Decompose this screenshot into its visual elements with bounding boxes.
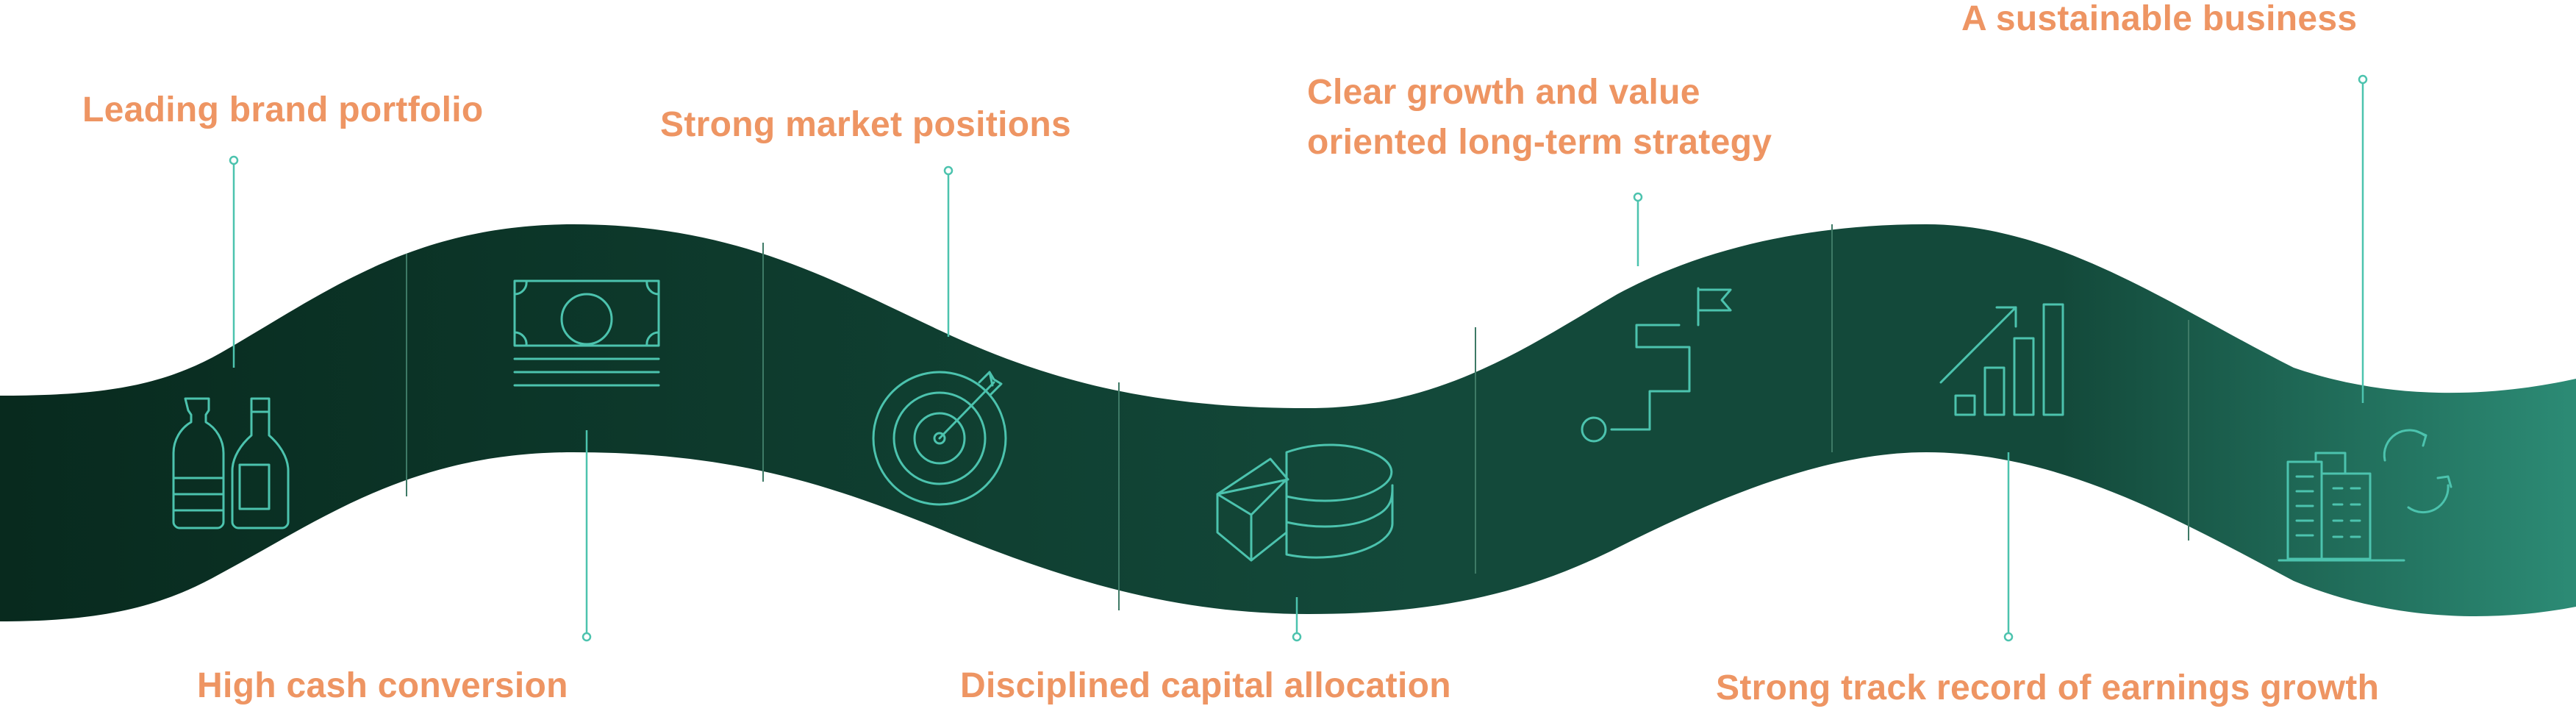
label-leading-brand-portfolio: Leading brand portfolio [82,90,484,129]
bottles-icon [172,397,290,529]
label-high-cash-conversion: High cash conversion [197,666,568,705]
pie-chart-icon [1216,443,1394,562]
leader-dot [229,155,239,165]
segment-dividers [406,224,2189,610]
wave-band-shape [0,224,2576,621]
leader-lines [229,74,2368,642]
label-strong-market-positions: Strong market positions [660,105,1071,144]
leader-dot [2003,632,2014,642]
growth-chart-icon [1939,303,2064,416]
leader-dot [1633,192,1643,202]
label-disciplined-capital-allocation: Disciplined capital allocation [960,666,1451,705]
target-icon [872,371,1007,506]
steps-flag-icon [1581,287,1732,443]
label-growth-strategy-line-1: Clear growth and value [1307,73,1700,112]
label-growth-strategy-line-2: oriented long-term strategy [1307,123,1772,162]
label-sustainable-business: A sustainable business [1961,0,2358,38]
label-earnings-growth: Strong track record of earnings growth [1716,668,2380,707]
leader-dot [582,632,592,642]
banknote-icon [513,279,660,387]
leader-dot [943,165,954,176]
leader-dot [2358,74,2368,85]
building-cycle-icon [2278,429,2452,562]
leader-dot [1292,632,1302,642]
pillar-icons [172,279,2452,562]
